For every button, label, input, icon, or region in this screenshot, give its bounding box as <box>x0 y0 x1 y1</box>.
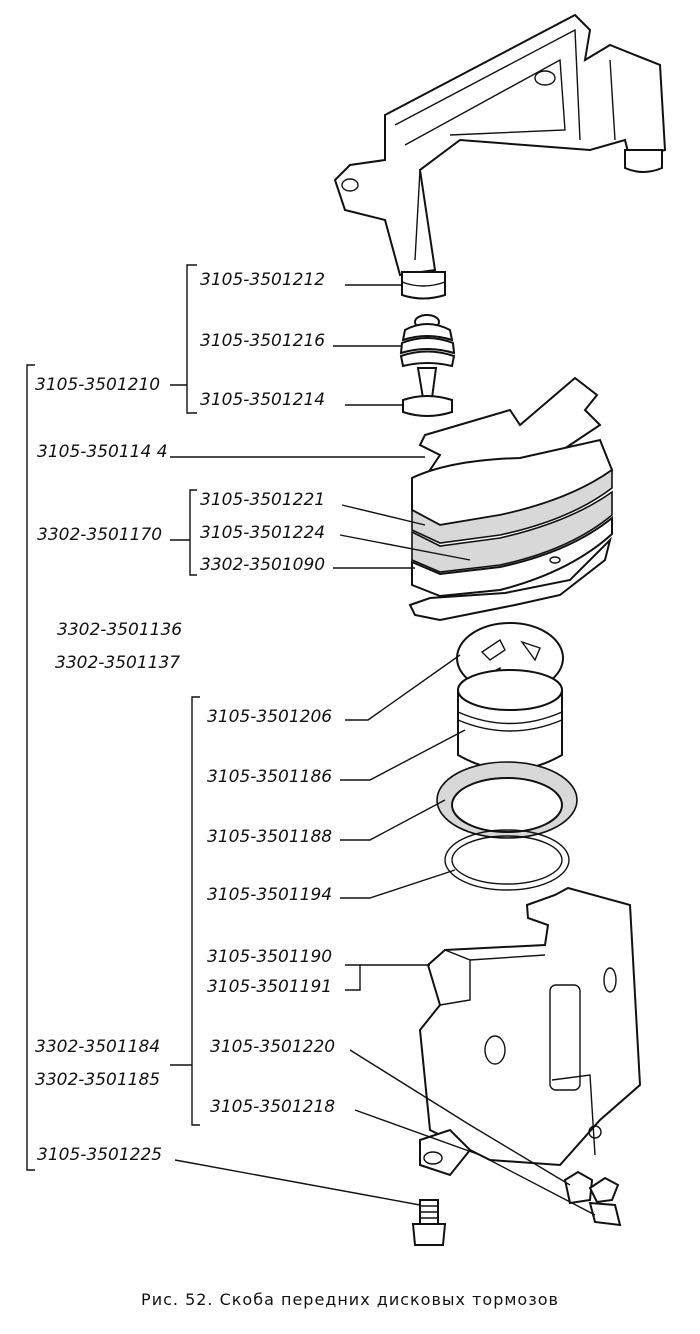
label-3302-3501184: 3302-3501184 <box>35 1037 160 1057</box>
dust-seal <box>436 761 578 839</box>
label-3105-3501190: 3105-3501190 <box>207 947 332 967</box>
label-3105-3501206: 3105-3501206 <box>207 707 332 727</box>
bleed-screw <box>563 1170 622 1227</box>
piston-seal-ring <box>444 829 570 891</box>
figure-caption: Рис. 52. Скоба передних дисковых тормозо… <box>141 1290 559 1309</box>
caliper-body <box>418 886 642 1177</box>
label-3105-3501194: 3105-3501194 <box>207 885 332 905</box>
label-3105-3501144: 3105-350114 4 <box>37 442 168 462</box>
label-3105-3501191: 3105-3501191 <box>207 977 332 997</box>
label-3105-3501214: 3105-3501214 <box>200 390 325 410</box>
label-3105-3501225: 3105-3501225 <box>37 1145 162 1165</box>
label-3105-3501188: 3105-3501188 <box>207 827 332 847</box>
brake-pad-upper <box>411 438 614 544</box>
label-3105-3501221: 3105-3501221 <box>200 490 325 510</box>
pad-shim <box>408 536 612 622</box>
label-3302-3501136: 3302-3501136 <box>57 620 182 640</box>
mounting-bolt <box>411 1199 447 1246</box>
label-3105-3501210: 3105-3501210 <box>35 375 160 395</box>
label-3302-3501090: 3302-3501090 <box>200 555 325 575</box>
guide-pin-boot <box>399 314 456 368</box>
brake-pad-lower <box>411 490 613 598</box>
label-3105-3501212: 3105-3501212 <box>200 270 325 290</box>
label-3105-3501186: 3105-3501186 <box>207 767 332 787</box>
part-labels: 3105-3501212 3105-3501216 3105-3501210 3… <box>35 270 335 1165</box>
label-3105-3501218: 3105-3501218 <box>210 1097 335 1117</box>
guide-pin <box>402 367 453 417</box>
caliper-bracket <box>333 13 667 300</box>
piston <box>457 669 563 771</box>
label-3302-3501137: 3302-3501137 <box>55 653 180 673</box>
label-3105-3501216: 3105-3501216 <box>200 331 325 351</box>
label-3302-3501170: 3302-3501170 <box>37 525 162 545</box>
leader-lines <box>26 264 596 1216</box>
label-3105-3501220: 3105-3501220 <box>210 1037 335 1057</box>
label-3302-3501185: 3302-3501185 <box>35 1070 160 1090</box>
label-3105-3501224: 3105-3501224 <box>200 523 325 543</box>
